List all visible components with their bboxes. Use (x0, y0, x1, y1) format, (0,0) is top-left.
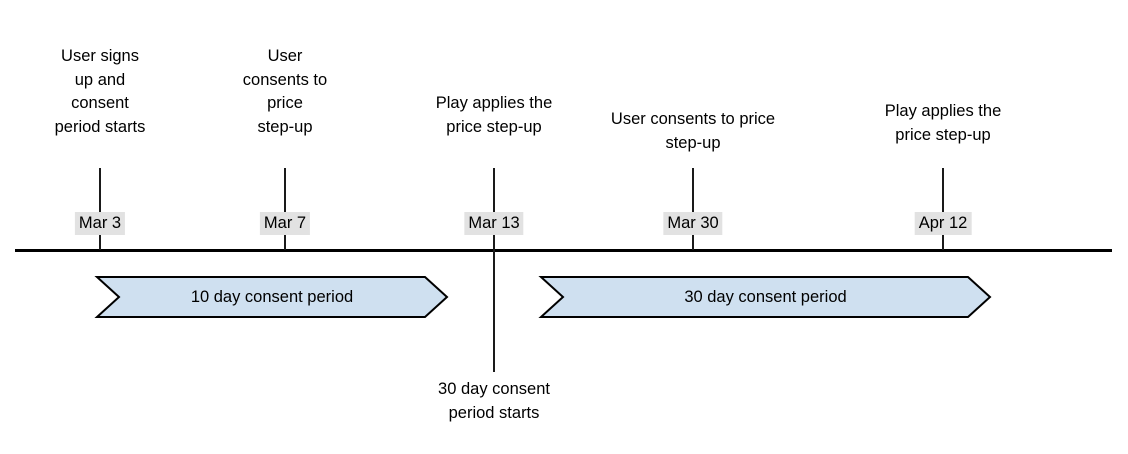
timeline-axis (15, 249, 1112, 252)
date-chip-mar-3: Mar 3 (74, 212, 126, 235)
date-chip-mar-30: Mar 30 (663, 212, 723, 235)
tick-line-apr-12 (942, 168, 944, 250)
date-chip-apr-12: Apr 12 (914, 212, 972, 235)
event-caption-mar-13: Play applies the price step-up (435, 94, 553, 136)
tick-line-mar-30 (692, 168, 694, 250)
consent-period-banner-10-day: 10 day consent period (94, 276, 449, 318)
tick-line-mar-7 (284, 168, 286, 250)
consent-period-banner-30-day: 30 day consent period (538, 276, 992, 318)
chevron-arrow-icon (538, 276, 992, 318)
date-chip-mar-7: Mar 7 (259, 212, 311, 235)
tick-line-mar-3 (99, 168, 101, 250)
below-axis-caption: 30 day consent period starts (438, 380, 550, 422)
event-caption-mar-3: User signs up and consent period starts (54, 47, 146, 136)
event-caption-apr-12: Play applies the price step-up (884, 102, 1002, 144)
event-caption-mar-30: User consents to price step-up (610, 110, 776, 152)
event-caption-mar-7: User consents to price step-up (242, 47, 328, 136)
date-chip-mar-13: Mar 13 (464, 212, 524, 235)
chevron-arrow-icon (94, 276, 449, 318)
tick-line-below-axis (493, 250, 495, 372)
tick-line-mar-13 (493, 168, 495, 250)
